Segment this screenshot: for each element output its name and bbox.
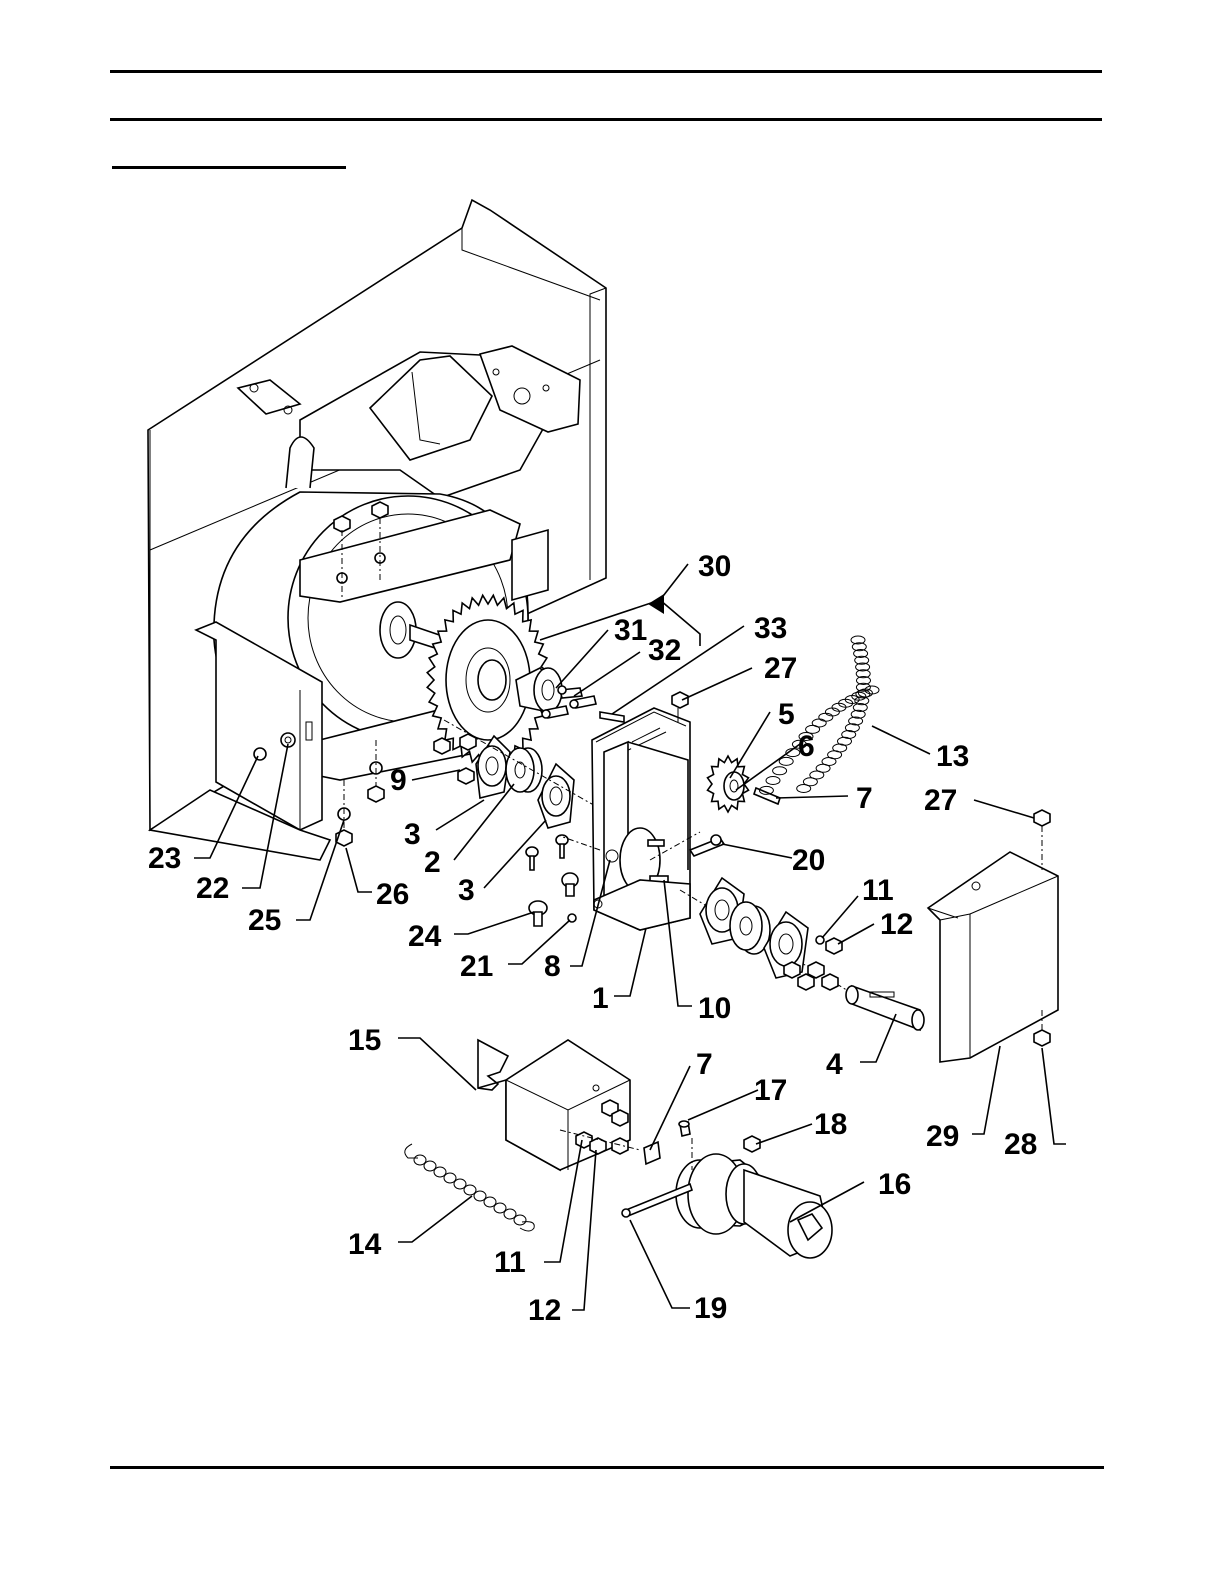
callout-27-right: 27 [924,784,957,817]
callout-14: 14 [348,1228,382,1261]
callout-3-lower: 3 [458,874,475,907]
callout-12: 12 [880,908,913,941]
callout-24: 24 [408,920,442,953]
callout-17: 17 [754,1074,787,1107]
callout-25: 25 [248,904,281,937]
callout-26: 26 [376,878,409,911]
callout-18: 18 [814,1108,847,1141]
s-hook-chain-14 [405,1144,534,1231]
shield-cover-15 [478,1040,640,1170]
callout-12-lower: 12 [528,1294,561,1327]
callout-6: 6 [798,730,815,763]
drive-mount-bracket [560,708,690,930]
callout-4: 4 [826,1048,843,1081]
callout-16: 16 [878,1168,911,1201]
callout-20: 20 [792,844,825,877]
callout-7-lower: 7 [696,1048,713,1081]
callout-19: 19 [694,1292,727,1325]
callout-15: 15 [348,1024,381,1057]
shield-cover-29 [928,810,1058,1062]
callout-5: 5 [778,698,795,731]
callout-22: 22 [196,872,229,905]
callout-11-lower: 11 [494,1246,526,1279]
callout-29: 29 [926,1120,959,1153]
callout-10: 10 [698,992,731,1025]
callout-33: 33 [754,612,787,645]
callout-28: 28 [1004,1128,1037,1161]
callout-30: 30 [698,550,731,583]
callout-9: 9 [390,764,407,797]
callout-27: 27 [764,652,797,685]
callout-23: 23 [148,842,181,875]
callout-32: 32 [648,634,681,667]
callout-11: 11 [862,874,894,907]
callout-21: 21 [460,950,493,983]
callout-8: 8 [544,950,561,983]
callout-3: 3 [404,818,421,851]
callout-7: 7 [856,782,873,815]
callout-2: 2 [424,846,441,879]
callout-13: 13 [936,740,969,773]
callout-1: 1 [592,982,609,1015]
callout-31: 31 [614,614,647,647]
